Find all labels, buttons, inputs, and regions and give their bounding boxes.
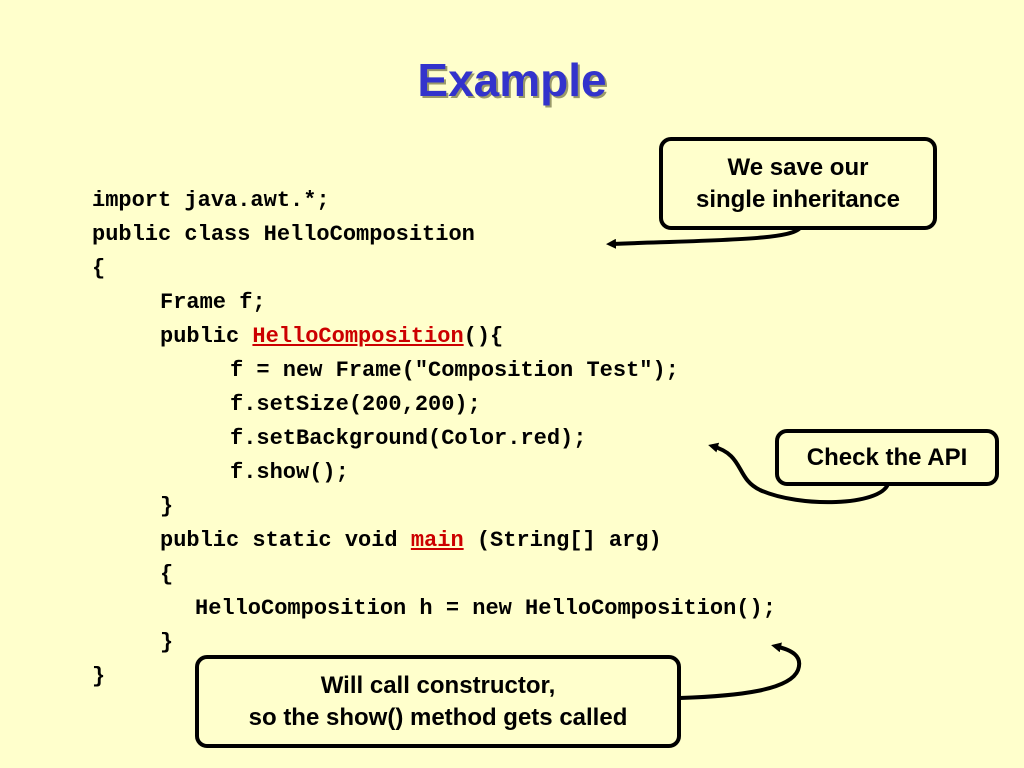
constructor-name: HelloComposition	[252, 324, 464, 349]
code-line-class-declaration: public class HelloComposition	[92, 222, 475, 247]
callout-api-text: Check the API	[806, 443, 968, 471]
code-line-close-class: }	[92, 664, 106, 689]
main-prefix: public static void	[160, 528, 411, 553]
api-arrow	[708, 442, 890, 505]
callout-inheritance-line2: single inheritance	[695, 185, 901, 213]
constructor-prefix: public	[160, 324, 253, 349]
slide-title: Example	[417, 54, 607, 106]
code-line-show: f.show();	[230, 460, 349, 485]
code-line-open-main: {	[160, 562, 174, 587]
callout-constructor-line1: Will call constructor,	[320, 671, 556, 699]
inheritance-arrow	[606, 226, 802, 249]
callout-inheritance-line1: We save our	[727, 153, 869, 181]
code-block: import java.awt.*; public class HelloCom…	[92, 184, 776, 689]
main-name: main	[410, 528, 464, 553]
callout-api: Check the API	[775, 429, 999, 486]
code-line-set-size: f.setSize(200,200);	[230, 392, 481, 417]
code-line-close-constructor: }	[160, 494, 174, 519]
code-line-constructor: public HelloComposition(){	[160, 320, 503, 354]
code-line-open-brace: {	[92, 256, 106, 281]
code-line-main-method: public static void main (String[] arg)	[160, 524, 662, 558]
code-line-import: import java.awt.*;	[92, 188, 330, 213]
callout-constructor-line2: so the show() method gets called	[248, 703, 628, 731]
code-line-instantiate: HelloComposition h = new HelloCompositio…	[195, 596, 776, 621]
code-line-new-frame: f = new Frame("Composition Test");	[230, 358, 679, 383]
main-suffix: (String[] arg)	[463, 528, 662, 553]
code-line-close-main: }	[160, 630, 174, 655]
callout-inheritance: We save our single inheritance	[659, 137, 937, 230]
code-line-set-background: f.setBackground(Color.red);	[230, 426, 587, 451]
constructor-suffix: (){	[463, 324, 504, 349]
code-line-frame-field: Frame f;	[160, 290, 266, 315]
constructor-arrow	[679, 642, 802, 700]
callout-constructor: Will call constructor, so the show() met…	[195, 655, 681, 748]
